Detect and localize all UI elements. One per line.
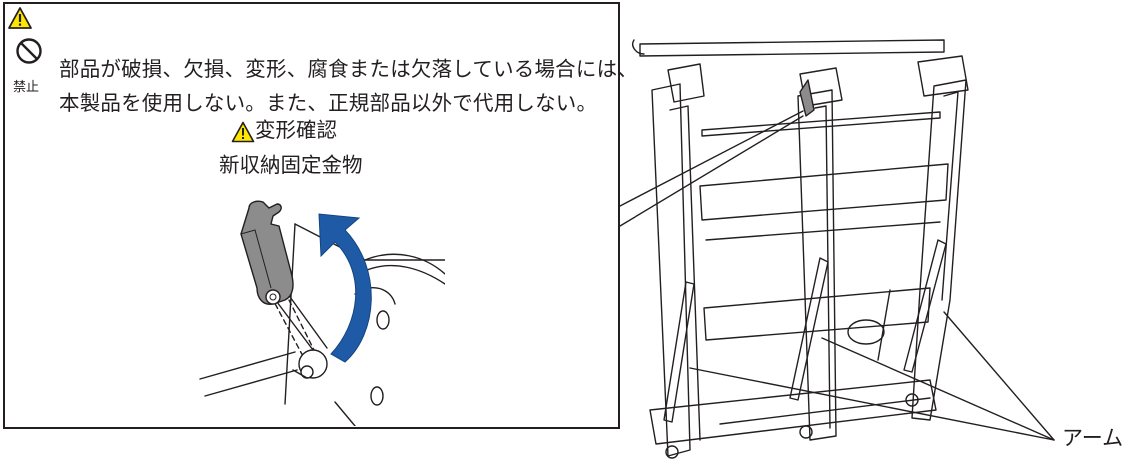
frame-pipe	[199, 351, 296, 380]
bracket-bolt	[265, 289, 281, 305]
frame-cross-board	[703, 287, 931, 341]
storage-bracket-label: 新収納固定金物	[219, 153, 363, 177]
frame-left-rail	[651, 83, 691, 457]
frame-cross-board	[699, 163, 949, 221]
frame-cross-line	[705, 221, 941, 241]
frame-top-bar	[639, 39, 945, 57]
bracket-bolt	[269, 293, 277, 301]
frame-right-rail	[911, 79, 967, 421]
frame-base-line	[719, 397, 931, 425]
callout-leader-line	[619, 110, 804, 207]
storage-bracket-small	[799, 79, 815, 117]
warning-triangle-icon	[231, 121, 255, 143]
callout-leader-line	[619, 115, 804, 227]
frame-plate-edge	[284, 223, 296, 405]
frame-center-rail-inner	[814, 105, 831, 429]
arm-leader-line	[943, 311, 1055, 441]
prohibited-icon	[16, 38, 42, 64]
detail-callout-box: 禁止 部品が破損、欠損、変形、腐食または欠落している場合には、 本製品を使用しな…	[3, 2, 638, 429]
bracket-detail-illustration	[199, 200, 445, 426]
frame-hinge	[917, 55, 969, 97]
frame-foot	[905, 393, 919, 407]
frame-hinge	[667, 63, 705, 103]
warning-text-line-1: 部品が破損、欠損、変形、腐食または欠落している場合には、	[59, 57, 638, 81]
frame-left-rail-inner	[669, 105, 701, 441]
pivot-bolt	[292, 369, 308, 379]
deformation-check-label: 変形確認	[255, 118, 337, 142]
frame-plate-edge	[364, 253, 445, 275]
link-arm	[270, 293, 314, 351]
frame-pipe	[204, 369, 298, 397]
frame-arm-right-link	[877, 289, 891, 361]
frame-right-rail-inner	[941, 91, 959, 301]
frame-hole	[370, 386, 384, 406]
storage-bracket	[240, 200, 294, 305]
frame-center-rail	[797, 89, 837, 441]
hidden-link-dashed	[270, 291, 318, 361]
arm-leader-line	[689, 367, 1055, 441]
rotation-arrow-icon	[318, 213, 372, 363]
frame-base-plate	[649, 379, 937, 445]
warning-text-line-2: 本製品を使用しない。また、正規部品以外で代用しない。	[59, 91, 598, 115]
frame-arm-center	[789, 257, 829, 401]
warning-triangle-icon	[8, 7, 32, 29]
arm-label: アーム	[1062, 426, 1124, 450]
storage-bracket-edge	[240, 229, 272, 289]
frame-foot	[665, 445, 679, 459]
link-arm	[284, 289, 328, 349]
frame-top-bar-end	[632, 39, 645, 55]
frame-foot	[799, 425, 813, 439]
frame-plate-edge	[366, 264, 445, 285]
frame-hole	[376, 310, 390, 330]
frame-cross-bar	[701, 111, 941, 137]
frame-arm-left	[663, 281, 695, 423]
frame-plate-edge	[334, 401, 356, 426]
arm-leader-line	[821, 337, 1055, 441]
frame-arm-right	[903, 239, 947, 373]
frame-round-plate	[847, 319, 885, 345]
prohibit-label: 禁止	[13, 80, 40, 95]
